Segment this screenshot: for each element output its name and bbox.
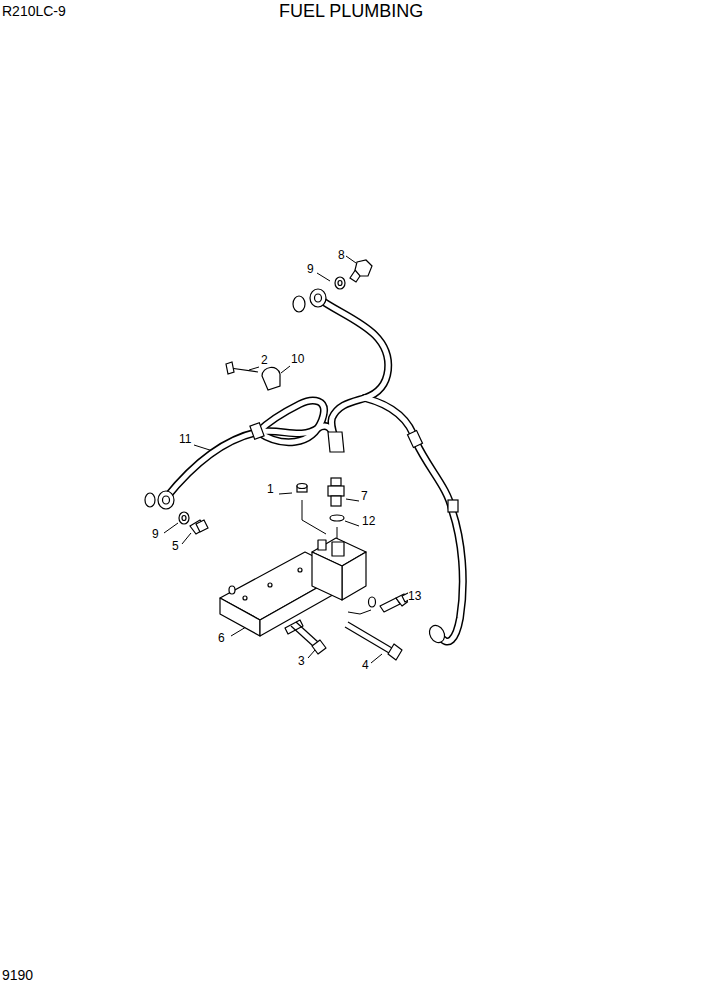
callout-number: 1 bbox=[267, 483, 274, 495]
callout-number: 5 bbox=[172, 540, 179, 552]
leader-lines bbox=[164, 256, 406, 663]
callout-number: 3 bbox=[298, 655, 305, 667]
callout-number: 9 bbox=[152, 528, 159, 540]
callout-number: 12 bbox=[362, 515, 375, 527]
callout-number: 2 bbox=[261, 354, 268, 366]
callout-number: 6 bbox=[218, 632, 225, 644]
callout-number: 10 bbox=[291, 353, 304, 365]
callout-number: 8 bbox=[338, 249, 345, 261]
callout-number: 7 bbox=[361, 490, 368, 502]
fuel-pipes bbox=[166, 298, 463, 642]
model-code: R210LC-9 bbox=[2, 4, 66, 18]
page-number: 9190 bbox=[2, 968, 33, 982]
callout-number: 9 bbox=[307, 263, 314, 275]
callout-number: 13 bbox=[408, 590, 421, 602]
filter-housing bbox=[220, 538, 412, 660]
callout-number: 11 bbox=[179, 433, 191, 445]
callout-number: 4 bbox=[362, 659, 369, 671]
page-title: FUEL PLUMBING bbox=[279, 2, 423, 20]
fittings bbox=[145, 260, 458, 645]
